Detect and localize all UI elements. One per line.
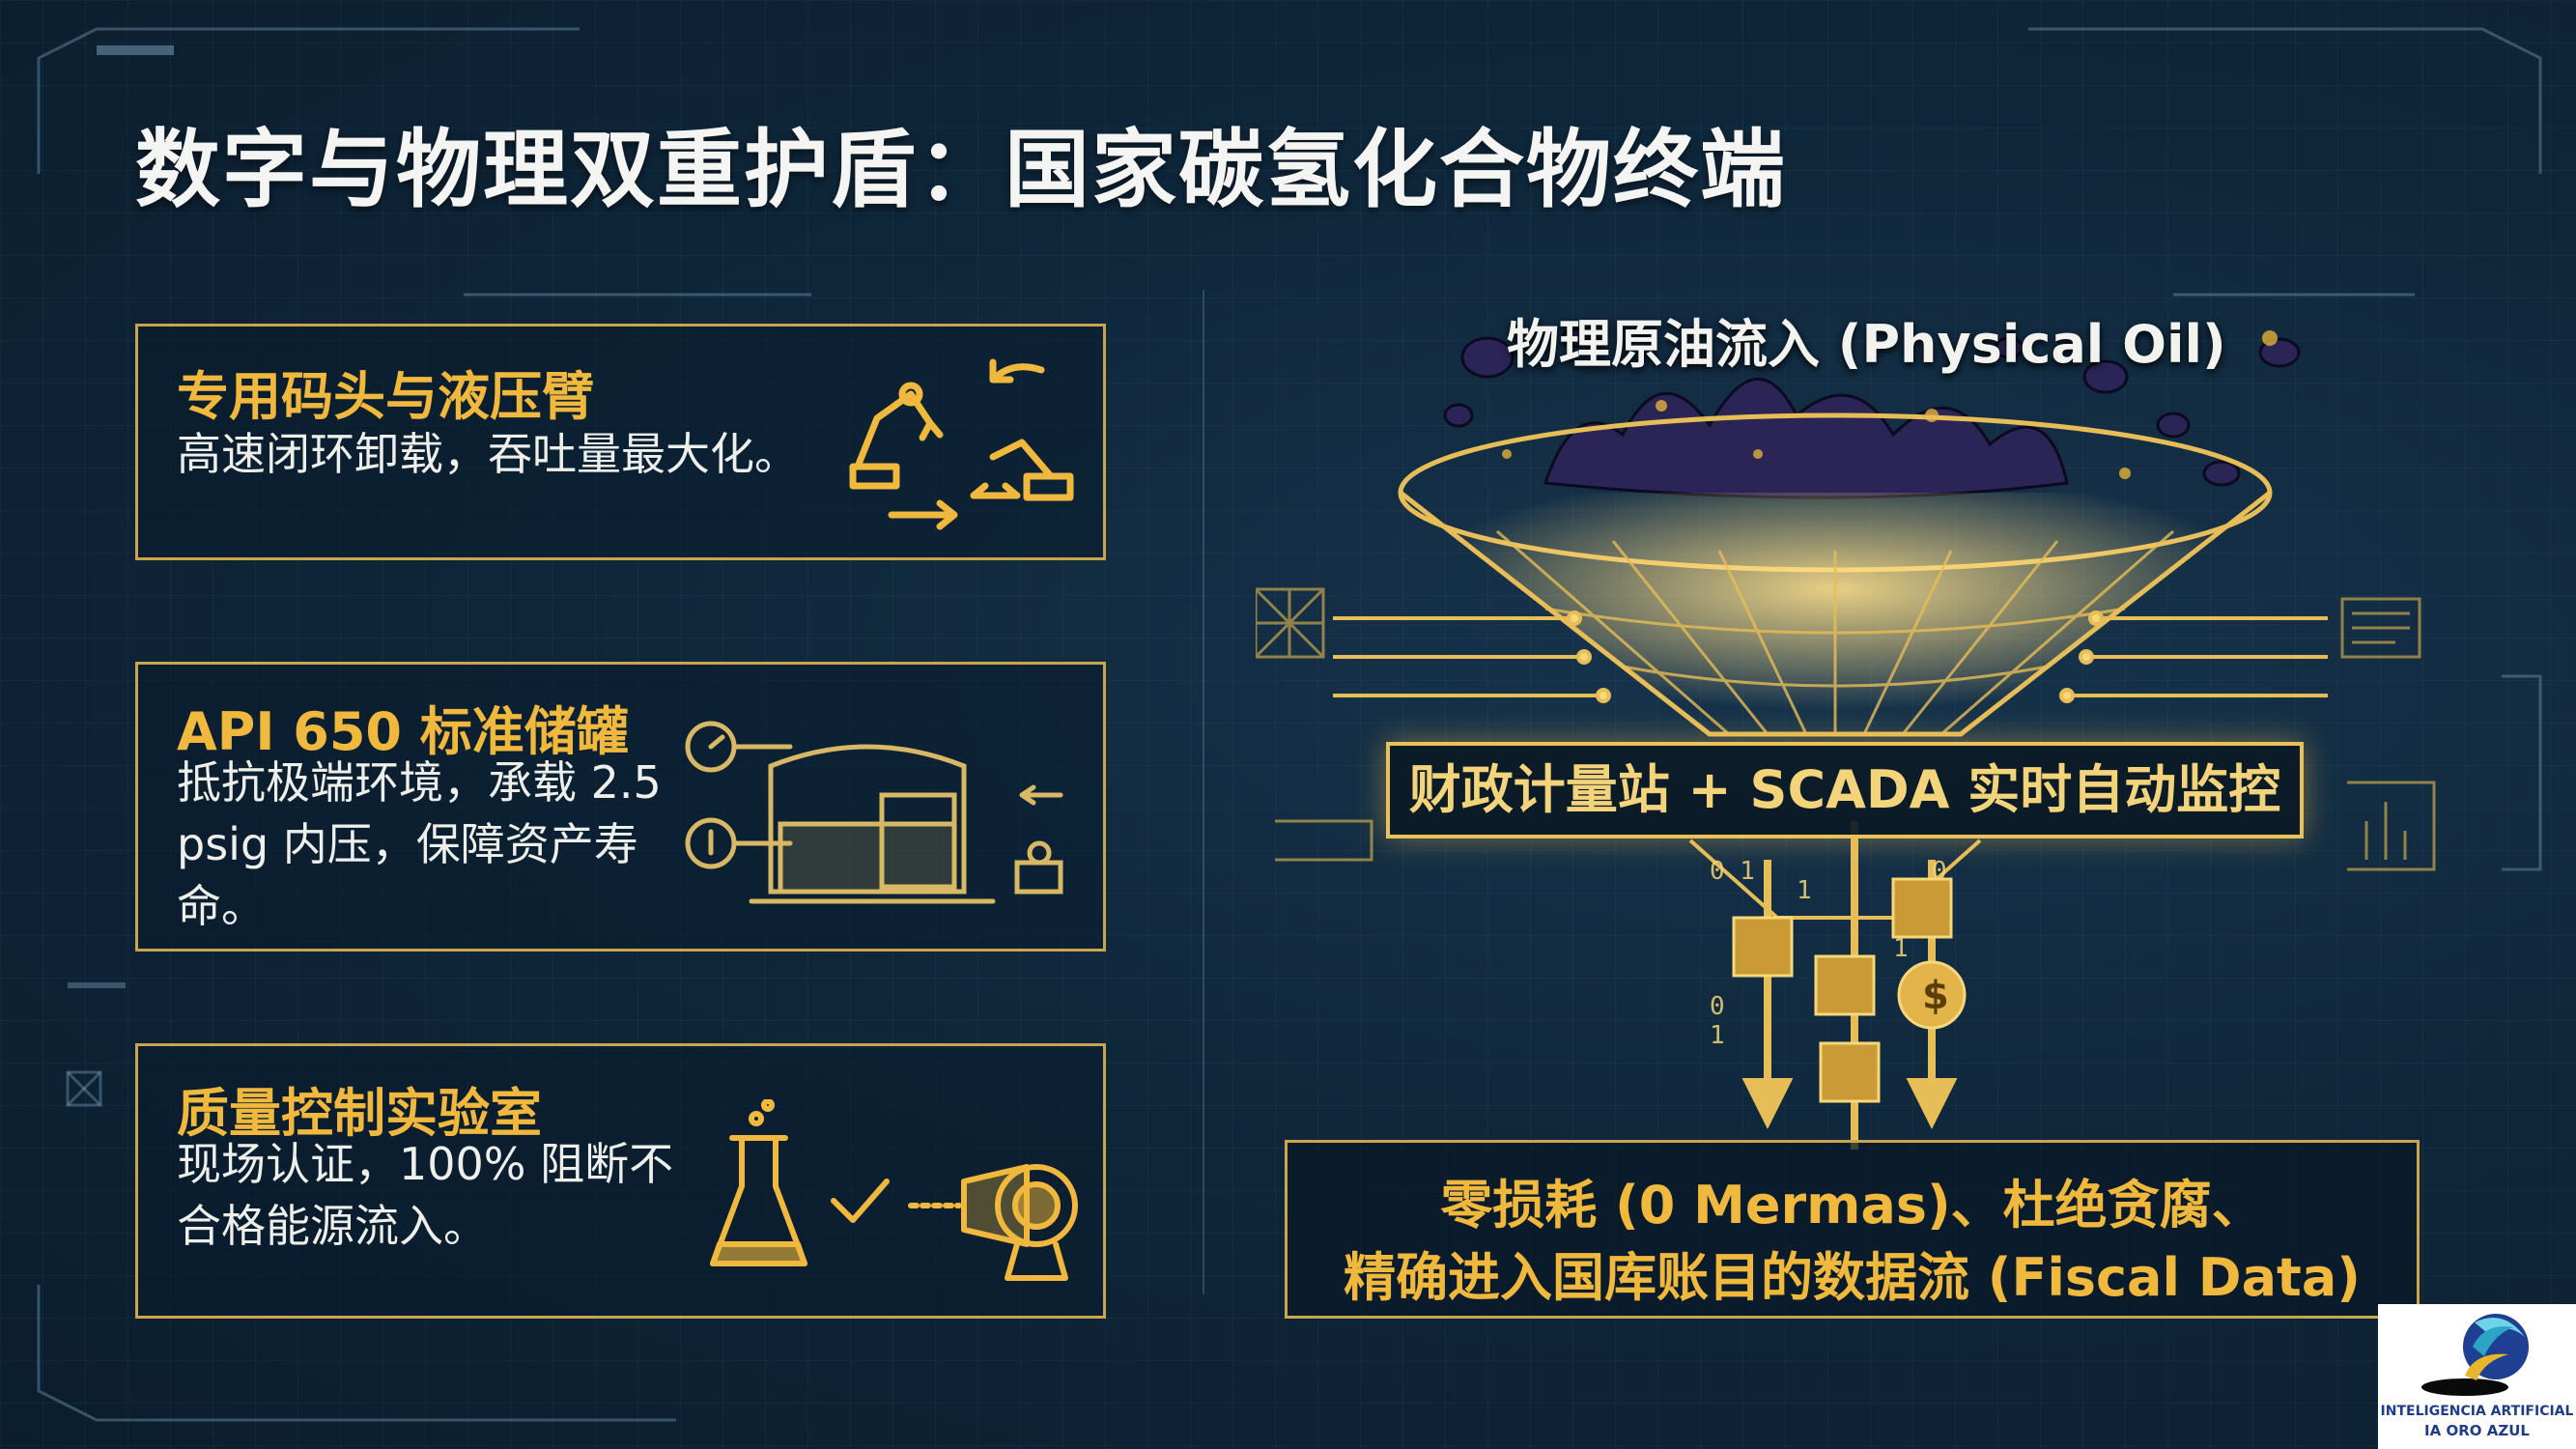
- output-line-1: 零损耗 (0 Mermas)、杜绝贪腐、: [1440, 1175, 2264, 1236]
- svg-text:0: 0: [1932, 857, 1947, 886]
- svg-text:1: 1: [1710, 1021, 1725, 1050]
- fiscal-data-output-box: 零损耗 (0 Mermas)、杜绝贪腐、 精确进入国库账目的数据流 (Fisca…: [1285, 1140, 2420, 1319]
- logo-line-2: IA ORO AZUL: [2424, 1422, 2530, 1439]
- svg-text:0 1: 0 1: [1710, 857, 1755, 886]
- globe-swoosh-icon: [2421, 1314, 2529, 1396]
- ia-oro-azul-logo: INTELIGENCIA ARTIFICIAL IA ORO AZUL: [2378, 1304, 2576, 1449]
- fiscal-metering-station-box: 财政计量站 + SCADA 实时自动监控: [1386, 742, 2304, 838]
- card-heading: 质量控制实验室: [177, 1083, 542, 1144]
- svg-text:0: 0: [1710, 992, 1725, 1021]
- card-heading: 专用码头与液压臂: [177, 366, 594, 427]
- page-title: 数字与物理双重护盾：国家碳氢化合物终端: [135, 120, 1788, 219]
- card-quality-lab: 质量控制实验室 现场认证，100% 阻断不合格能源流入。: [135, 1043, 1106, 1319]
- dollar-icon: $: [1922, 974, 1949, 1018]
- output-line-2: 精确进入国库账目的数据流 (Fiscal Data): [1344, 1247, 2361, 1308]
- svg-text:1: 1: [1797, 876, 1812, 905]
- card-text: 抵抗极端环境，承载 2.5 psig 内压，保障资产寿命。: [177, 756, 662, 932]
- card-text: 现场认证，100% 阻断不合格能源流入。: [177, 1138, 674, 1252]
- svg-text:1: 1: [1893, 934, 1909, 963]
- oil-splash: [1443, 327, 2301, 499]
- robotic-arm-cycle-icon: [849, 358, 1074, 530]
- physical-oil-label: 物理原油流入 (Physical Oil): [1507, 314, 2226, 375]
- lab-flask-icon: [710, 1099, 1078, 1281]
- column-divider: [1203, 290, 1204, 1294]
- card-dock-hydraulic-arm: 专用码头与液压臂 高速闭环卸载，吞吐量最大化。: [135, 324, 1106, 560]
- card-api650-tank: API 650 标准储罐 抵抗极端环境，承载 2.5 psig 内压，保障资产寿…: [135, 662, 1106, 952]
- card-text: 高速闭环卸载，吞吐量最大化。: [177, 428, 799, 480]
- data-cubes: [1732, 877, 1967, 1103]
- funnel-diagram: $ 0 110 011: [1256, 327, 2436, 1150]
- card-heading: API 650 标准储罐: [177, 701, 629, 762]
- storage-tank-icon: [685, 721, 1063, 904]
- logo-line-1: INTELIGENCIA ARTIFICIAL: [2380, 1404, 2574, 1419]
